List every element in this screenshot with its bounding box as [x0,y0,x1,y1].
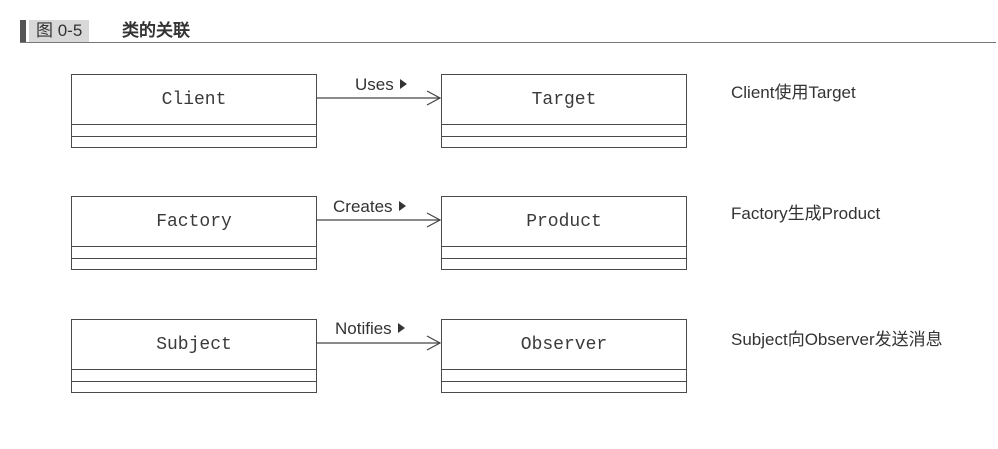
association-arrow-creates [317,212,442,228]
direction-triangle-icon [399,79,407,89]
class-box-client: Client [71,74,317,148]
association-arrow-uses [317,90,442,106]
row-description: Factory生成Product [731,204,881,223]
class-box-factory: Factory [71,196,317,270]
association-label-uses: Uses [355,75,407,95]
association-name: Uses [355,75,394,94]
figure-header-rule [20,42,996,43]
class-name: Product [526,212,602,232]
association-name: Notifies [335,319,392,338]
class-box-target: Target [441,74,687,148]
association-label-creates: Creates [333,197,406,217]
operations-divider [442,258,686,259]
operations-divider [442,136,686,137]
row-description: Subject向Observer发送消息 [731,330,943,349]
direction-triangle-icon [397,323,405,333]
association-label-notifies: Notifies [335,319,405,339]
attributes-divider [72,369,316,370]
class-name: Target [531,90,597,110]
figure-title: 类的关联 [122,21,190,40]
attributes-divider [72,124,316,125]
class-name: Client [161,90,227,110]
attributes-divider [442,124,686,125]
association-name: Creates [333,197,393,216]
class-name: Observer [520,335,608,355]
direction-triangle-icon [398,201,406,211]
class-box-product: Product [441,196,687,270]
class-name: Subject [156,335,232,355]
figure-number: 图 0-5 [29,20,90,42]
operations-divider [442,381,686,382]
operations-divider [72,381,316,382]
association-arrow-notifies [317,335,442,351]
class-box-observer: Observer [441,319,687,393]
attributes-divider [442,369,686,370]
figure-header: 图 0-5 类的关联 [0,0,998,44]
attributes-divider [72,246,316,247]
operations-divider [72,136,316,137]
attributes-divider [442,246,686,247]
class-box-subject: Subject [71,319,317,393]
figure-marker-bar [20,20,26,42]
row-description: Client使用Target [731,83,856,102]
operations-divider [72,258,316,259]
class-name: Factory [156,212,232,232]
